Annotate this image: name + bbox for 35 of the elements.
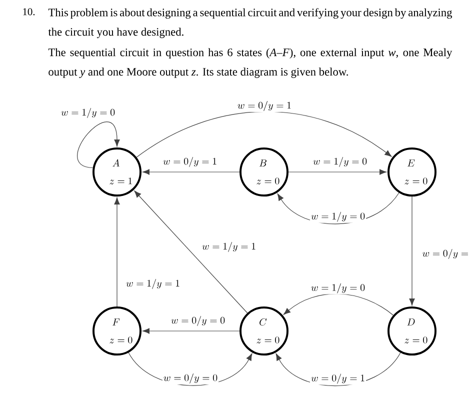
- state-name: $B$: [259, 160, 266, 166]
- problem-text: This problem is about designing a sequential circuit and verifying your design by analyzing the circuit you have designed.: [48, 8, 452, 38]
- edge-label: $w = 0/y =$: [421, 248, 470, 260]
- transition-arrow: [409, 196, 415, 306]
- transition-arrow: [288, 169, 387, 175]
- output-label: $z = 0$: [256, 178, 280, 184]
- transition-arrow: [142, 328, 240, 334]
- output-label: $z = 0$: [256, 336, 280, 344]
- state-name: $A$: [112, 159, 120, 166]
- output-label: $z = 0$: [404, 178, 428, 184]
- edge-label: $w = 1/y = 0$: [312, 156, 368, 168]
- transition-arrow: [77, 122, 120, 168]
- state-name: $F$: [112, 318, 120, 326]
- edge-label: $w = 0/y = 0$: [162, 372, 219, 384]
- edge-label: $w = 0/y = 1$: [236, 100, 293, 112]
- edge-label: $w = 1/y = 1$: [200, 241, 258, 253]
- problem-number: 10.: [23, 8, 35, 16]
- edge-label: $w = 1/y = 0$: [60, 107, 116, 119]
- transition-arrow: [142, 169, 240, 175]
- state-name: $D$: [407, 318, 415, 326]
- transition-arrow: [134, 190, 248, 314]
- edge-label: $w = 1/y = 0$: [310, 282, 366, 294]
- edge-label: $w = 0/y = 1$: [162, 156, 218, 168]
- state-name: $C$: [260, 318, 267, 326]
- edge-label: $w = 1/y = 0$: [310, 210, 366, 223]
- output-label: $z = 1$: [110, 178, 132, 184]
- transition-arrow: [114, 197, 120, 307]
- output-label: $z = 0$: [404, 336, 428, 344]
- edge-label: $w = 1/y = 1$: [124, 278, 182, 290]
- edge-label: $w = 0/y = 1$: [310, 372, 366, 385]
- output-label: $z = 0$: [110, 336, 132, 344]
- edge-label: $w = 0/y = 0$: [170, 315, 226, 327]
- state-name: $E$: [407, 160, 415, 166]
- transition-arrow: [136, 111, 392, 158]
- problem-text: The sequential circuit in question has 6 states (A–F), one external input w, one Mealy output y and one Moore output z. Its state diagram is given below.: [48, 48, 452, 78]
